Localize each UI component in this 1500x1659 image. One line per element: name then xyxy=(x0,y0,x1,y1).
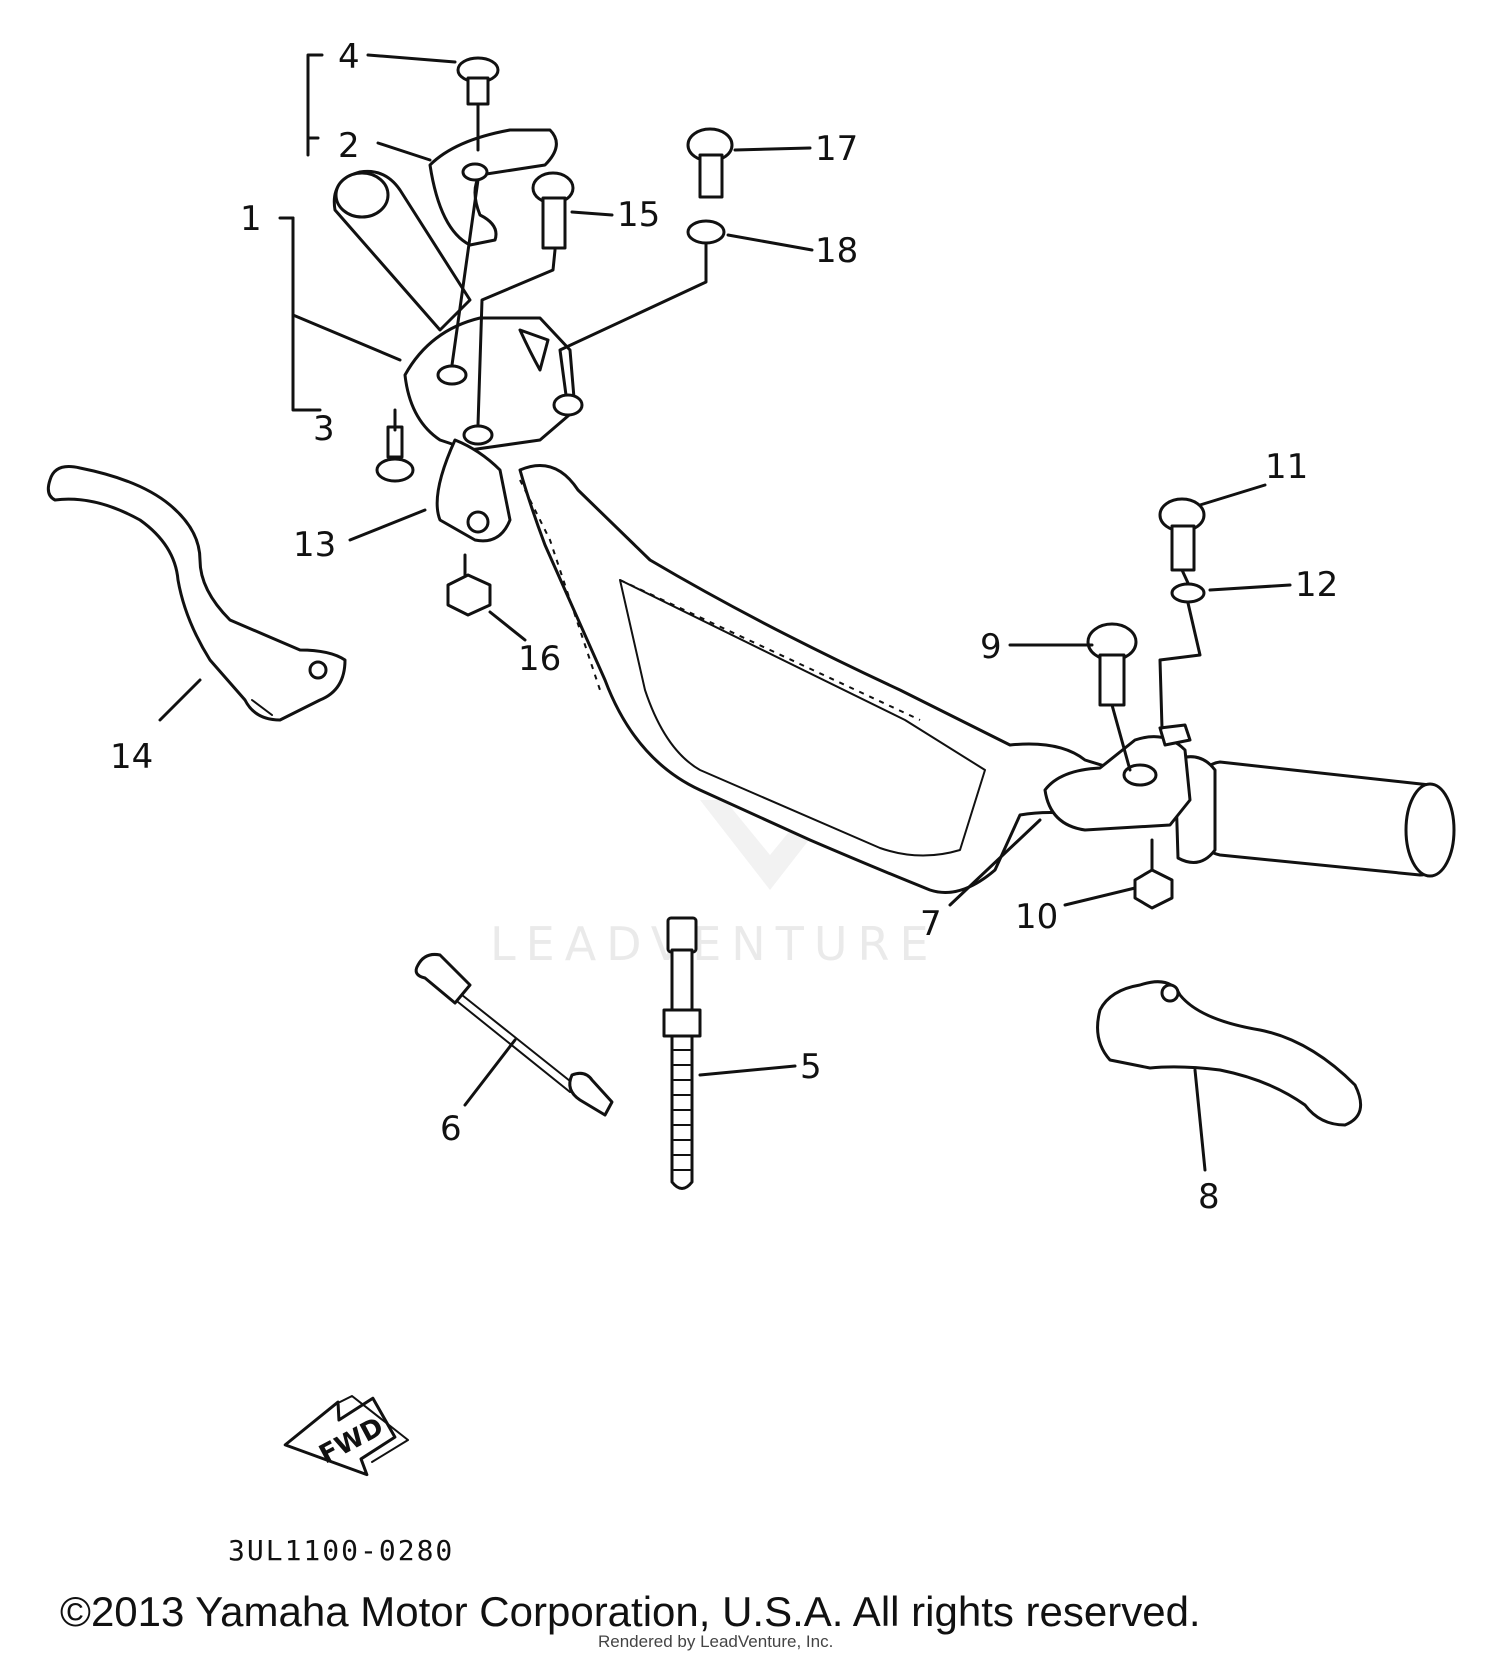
part-9-bolt xyxy=(1086,622,1138,707)
part-3-screw xyxy=(375,425,415,483)
part-7-holder xyxy=(1043,723,1192,832)
callout-4: 4 xyxy=(338,37,360,77)
fwd-arrow-icon: FWD xyxy=(283,1395,409,1477)
part-12-circlip xyxy=(1170,582,1206,604)
callout-12: 12 xyxy=(1295,565,1338,605)
part-8-lever xyxy=(1096,980,1363,1127)
callout-6: 6 xyxy=(440,1109,462,1149)
part-11-bolt xyxy=(1158,497,1206,572)
part-1-holder xyxy=(403,316,584,452)
part-13-bracket xyxy=(435,438,512,543)
callout-8: 8 xyxy=(1198,1177,1220,1217)
part-6-clamp xyxy=(414,953,614,1117)
callout-11: 11 xyxy=(1265,447,1308,487)
drawing-code: 3UL1100-0280 xyxy=(228,1534,454,1567)
part-18-washer xyxy=(686,219,726,245)
leader-lines xyxy=(158,53,1292,1172)
callout-7: 7 xyxy=(920,904,942,944)
part-5-cable-tie xyxy=(662,916,702,1190)
callout-10: 10 xyxy=(1015,897,1058,937)
callout-14: 14 xyxy=(110,737,153,777)
callout-3: 3 xyxy=(313,409,335,449)
part-17-bolt xyxy=(686,127,734,199)
right-grip xyxy=(1173,755,1456,878)
callout-16: 16 xyxy=(518,639,561,679)
copyright-notice: ©2013 Yamaha Motor Corporation, U.S.A. A… xyxy=(60,1588,1201,1635)
callout-15: 15 xyxy=(617,195,660,235)
callout-13: 13 xyxy=(293,525,336,565)
callout-2: 2 xyxy=(338,126,360,166)
watermark-text: LEADVENTURE xyxy=(490,917,939,971)
left-grip xyxy=(332,169,472,332)
part-2-guide xyxy=(428,128,558,247)
part-4-screw xyxy=(456,56,500,106)
callout-5: 5 xyxy=(800,1047,822,1087)
part-16-nut xyxy=(446,573,492,617)
part-10-nut xyxy=(1133,868,1174,910)
callout-17: 17 xyxy=(815,129,858,169)
handlebar xyxy=(518,464,1152,894)
part-14-lever xyxy=(46,465,347,722)
callout-18: 18 xyxy=(815,231,858,271)
callout-9: 9 xyxy=(980,627,1002,667)
callout-1: 1 xyxy=(240,199,262,239)
rendered-by-credit: Rendered by LeadVenture, Inc. xyxy=(598,1632,834,1651)
callouts: 1 2 3 4 5 6 7 8 9 10 11 12 13 14 15 16 1… xyxy=(110,37,1338,1217)
part-15-bolt xyxy=(531,171,575,250)
